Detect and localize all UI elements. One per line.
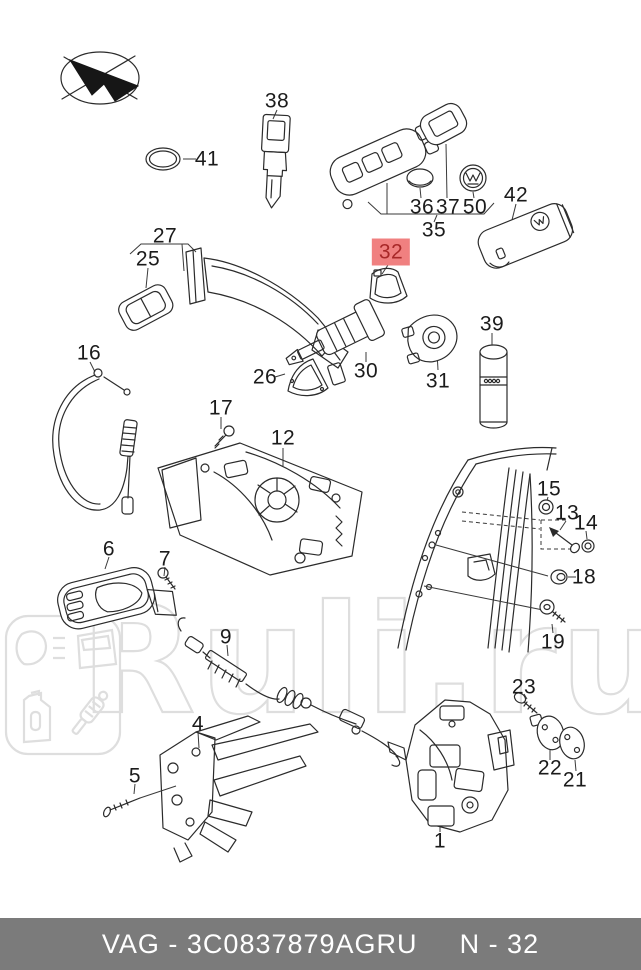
part-5-screw [102, 785, 177, 818]
part-32-lock-cap [369, 267, 408, 304]
callout-4: 4 [191, 712, 205, 736]
callout-37: 37 [435, 195, 461, 219]
car-door-icon [76, 628, 118, 670]
callout-6: 6 [102, 537, 116, 561]
door-frame-section [397, 446, 557, 653]
part-39-grease-can [479, 344, 508, 429]
part-21-cover-plate [559, 726, 585, 760]
leader-lines [89, 109, 588, 832]
catalog-code: VAG - 3C0837879AGRU [101, 928, 418, 959]
oval-dart-emblem [60, 51, 140, 105]
part-23-screw [513, 692, 538, 714]
part-42-smart-key [477, 203, 575, 269]
callout-42: 42 [503, 183, 529, 207]
part-31-cylinder-housing [401, 314, 458, 365]
callout-21: 21 [562, 768, 588, 792]
callout-22: 22 [537, 756, 563, 780]
part-41-ring [145, 147, 181, 171]
callout-31: 31 [425, 369, 451, 393]
part-38-key-blade [260, 113, 291, 209]
callout-27: 27 [152, 224, 178, 248]
part-14-cap [581, 539, 595, 553]
part-1-door-lock [387, 699, 515, 833]
callout-15: 15 [536, 477, 562, 501]
part-9-inner-cable [177, 617, 401, 767]
callout-35: 35 [421, 218, 447, 242]
callout-32: 32 [371, 238, 411, 266]
callout-41: 41 [194, 147, 220, 171]
callout-19: 19 [540, 630, 566, 654]
callout-18: 18 [571, 565, 597, 589]
part-7-screw [157, 567, 176, 590]
part-17-screw [214, 425, 235, 449]
headlight-icon [15, 630, 65, 666]
part-22-cover-plate [529, 713, 565, 751]
part-6-interior-handle [57, 567, 177, 630]
part-12-handle-carrier [157, 442, 363, 576]
part-27-exterior-handle [185, 247, 349, 386]
part-30-lock-cylinder [285, 299, 385, 366]
part-13-pin [540, 519, 581, 554]
part-15-grommet [538, 499, 554, 515]
part-16-bowden-cable [52, 368, 138, 515]
page-code: N - 32 [459, 928, 540, 959]
callout-39: 39 [479, 312, 505, 336]
diagram-line-art: Ruli.ru [4, 51, 641, 863]
callout-16: 16 [76, 341, 102, 365]
callout-5: 5 [128, 764, 142, 788]
callout-38: 38 [264, 89, 290, 113]
callout-12: 12 [270, 426, 296, 450]
part-25-handle-gasket [118, 284, 174, 331]
callout-1: 1 [433, 829, 447, 853]
callout-14: 14 [573, 511, 599, 535]
callout-17: 17 [208, 396, 234, 420]
callout-50: 50 [462, 195, 488, 219]
shock-absorber-icon [71, 690, 109, 735]
callout-7: 7 [158, 547, 172, 571]
part-36-battery [406, 168, 434, 188]
part-26-cylinder-gasket [287, 358, 329, 397]
part-37-key-cap [419, 102, 468, 146]
callout-25: 25 [135, 247, 161, 271]
callout-23: 23 [511, 675, 537, 699]
part-50-emblem-badge [459, 164, 487, 192]
callout-26: 26 [252, 365, 278, 389]
part-4-bracket [159, 715, 319, 863]
footer-bar: VAG - 3C0837879AGRU N - 32 [0, 918, 641, 970]
callout-13: 13 [554, 501, 580, 525]
callout-9: 9 [219, 625, 233, 649]
part-19-screw [539, 599, 566, 623]
part-18-grommet [550, 569, 568, 585]
oil-canister-icon [22, 689, 52, 744]
callout-30: 30 [353, 359, 379, 383]
callout-36: 36 [409, 195, 435, 219]
